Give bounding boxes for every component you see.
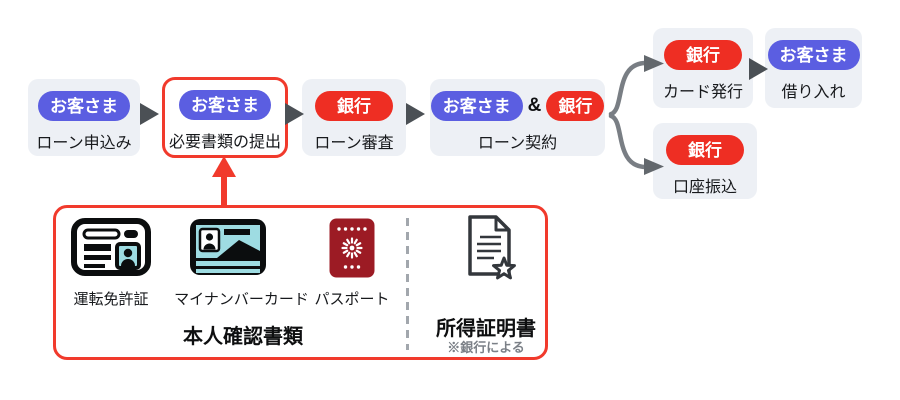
step-loan-application: お客さま ローン申込み bbox=[28, 79, 140, 156]
dashed-divider bbox=[406, 218, 409, 350]
arrow-up-line bbox=[221, 174, 227, 206]
income-certificate-note: ※銀行による bbox=[447, 340, 525, 355]
step-loan-screening: 銀行 ローン審査 bbox=[302, 79, 406, 156]
step-label: ローン審査 bbox=[314, 135, 394, 152]
arrow-up-icon bbox=[212, 156, 236, 177]
step-label: ローン申込み bbox=[36, 135, 132, 152]
arrow-right-icon bbox=[406, 103, 425, 125]
doc-label-passport: パスポート bbox=[314, 291, 390, 308]
drivers-license-icon bbox=[71, 218, 151, 276]
bank-badge: 銀行 bbox=[664, 40, 742, 70]
arrow-right-icon bbox=[644, 158, 664, 175]
step-document-submission: お客さま 必要書類の提出 bbox=[162, 77, 288, 158]
arrow-right-icon bbox=[140, 103, 159, 125]
customer-badge: お客さま bbox=[430, 91, 523, 121]
required-documents-panel: 運転免許証 マイナンバーカード パスポート 本人確認書類 所得証明書 ※銀行によ… bbox=[53, 205, 548, 360]
fork-connector bbox=[608, 55, 664, 175]
passport-icon bbox=[329, 218, 375, 278]
arrow-right-icon bbox=[644, 55, 664, 72]
bank-badge: 銀行 bbox=[666, 135, 744, 165]
my-number-card-icon bbox=[190, 219, 266, 275]
income-certificate-label: 所得証明書 bbox=[436, 318, 536, 340]
arrow-right-icon bbox=[749, 58, 768, 80]
identity-documents-group-label: 本人確認書類 bbox=[183, 326, 303, 348]
step-account-transfer: 銀行 口座振込 bbox=[653, 123, 757, 199]
step-label: 借り入れ bbox=[781, 84, 846, 101]
customer-badge: お客さま bbox=[38, 91, 130, 121]
step-loan-contract: お客さま & 銀行 ローン契約 bbox=[430, 79, 605, 156]
arrow-right-icon bbox=[285, 103, 304, 125]
step-label: カード発行 bbox=[662, 84, 743, 101]
customer-badge: お客さま bbox=[179, 90, 271, 120]
step-card-issuance: 銀行 カード発行 bbox=[653, 28, 753, 108]
step-label: 必要書類の提出 bbox=[168, 134, 281, 151]
step-label: ローン契約 bbox=[477, 135, 558, 152]
doc-label-my-number-card: マイナンバーカード bbox=[174, 291, 309, 308]
bank-badge: 銀行 bbox=[546, 91, 605, 121]
actor-badges: お客さま & 銀行 bbox=[430, 91, 605, 121]
bank-badge: 銀行 bbox=[315, 91, 393, 121]
income-certificate-icon bbox=[468, 215, 516, 280]
doc-label-drivers-license: 運転免許証 bbox=[73, 291, 149, 308]
step-label: 口座振込 bbox=[672, 179, 737, 196]
ampersand-joiner: & bbox=[527, 95, 542, 116]
customer-badge: お客さま bbox=[767, 40, 860, 70]
step-borrowing: お客さま 借り入れ bbox=[765, 28, 862, 108]
